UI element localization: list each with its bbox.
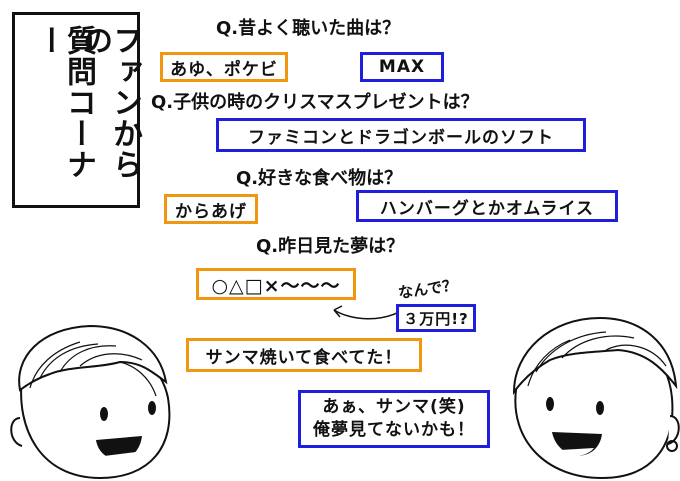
answer-bubble-orange: ○△□×〜〜〜 <box>196 268 356 300</box>
dialogue-bubble-right: あぁ、サンマ(笑) 俺夢見てないかも！ <box>298 390 490 448</box>
answer-bubble-blue: ３万円!? <box>396 304 476 332</box>
title-line-1: ファンからの <box>77 25 142 180</box>
title-box: ファンからの 質問コーナー <box>12 12 142 208</box>
answer-text: ３万円!? <box>403 309 469 328</box>
answer-bubble-orange: からあげ <box>164 194 258 224</box>
dialogue-text: サンマ焼いて食べてた！ <box>205 347 403 368</box>
answer-text: ○△□×〜〜〜 <box>211 274 341 297</box>
question-2: Q.子供の時のクリスマスプレゼントは？ <box>151 92 479 113</box>
question-4: Q.昨日見た夢は？ <box>256 236 405 257</box>
answer-text: あゆ、ポケビ <box>170 59 278 80</box>
answer-text: MAX <box>378 57 426 77</box>
answer-text: ファミコンとドラゴンボールのソフト <box>248 127 554 148</box>
answer-bubble-orange: あゆ、ポケビ <box>160 52 288 82</box>
answer-bubble-blue: MAX <box>360 52 444 82</box>
dialogue-line-2: 俺夢見てないかも！ <box>313 420 475 440</box>
title-line-2: 質問コーナー <box>31 25 96 180</box>
right-character <box>506 312 680 481</box>
question-3: Q.好きな食べ物は？ <box>236 168 403 189</box>
dialogue-bubble-left: サンマ焼いて食べてた！ <box>186 338 422 372</box>
dialogue-line-1: あぁ、サンマ(笑) <box>322 397 466 418</box>
answer-text: からあげ <box>175 201 247 222</box>
question-1: Q.昔よく聴いた曲は？ <box>216 18 401 39</box>
answer-bubble-blue: ハンバーグとかオムライス <box>356 190 618 222</box>
answer-text: ハンバーグとかオムライス <box>379 198 595 219</box>
left-character <box>0 318 180 481</box>
answer-bubble-blue: ファミコンとドラゴンボールのソフト <box>216 118 586 152</box>
